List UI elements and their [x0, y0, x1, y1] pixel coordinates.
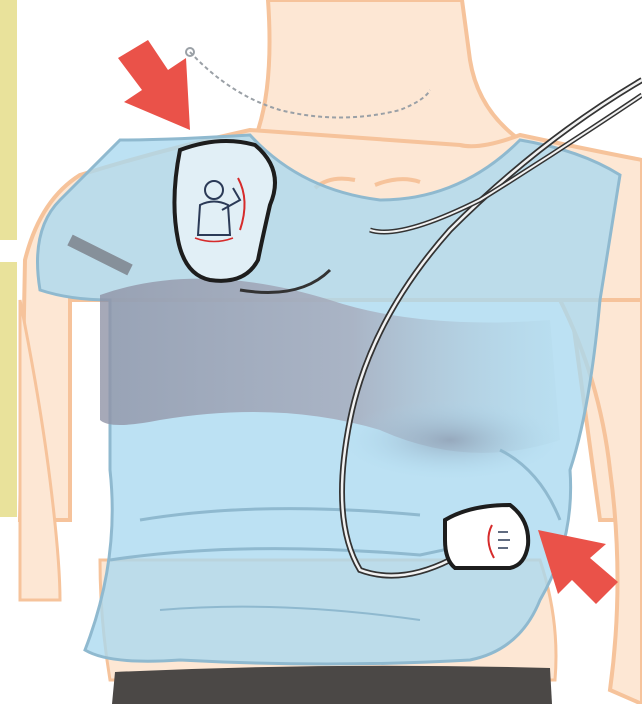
defib-pad-icon — [174, 141, 275, 281]
arrow-upper — [118, 40, 190, 130]
defib-pad-icon — [445, 505, 528, 568]
side-panel-lower — [0, 262, 17, 517]
defib-pad-upper — [174, 141, 275, 281]
side-panel — [0, 0, 17, 240]
pants — [112, 666, 552, 704]
arrow-icon — [118, 40, 190, 130]
defib-pad-lower — [445, 505, 528, 568]
